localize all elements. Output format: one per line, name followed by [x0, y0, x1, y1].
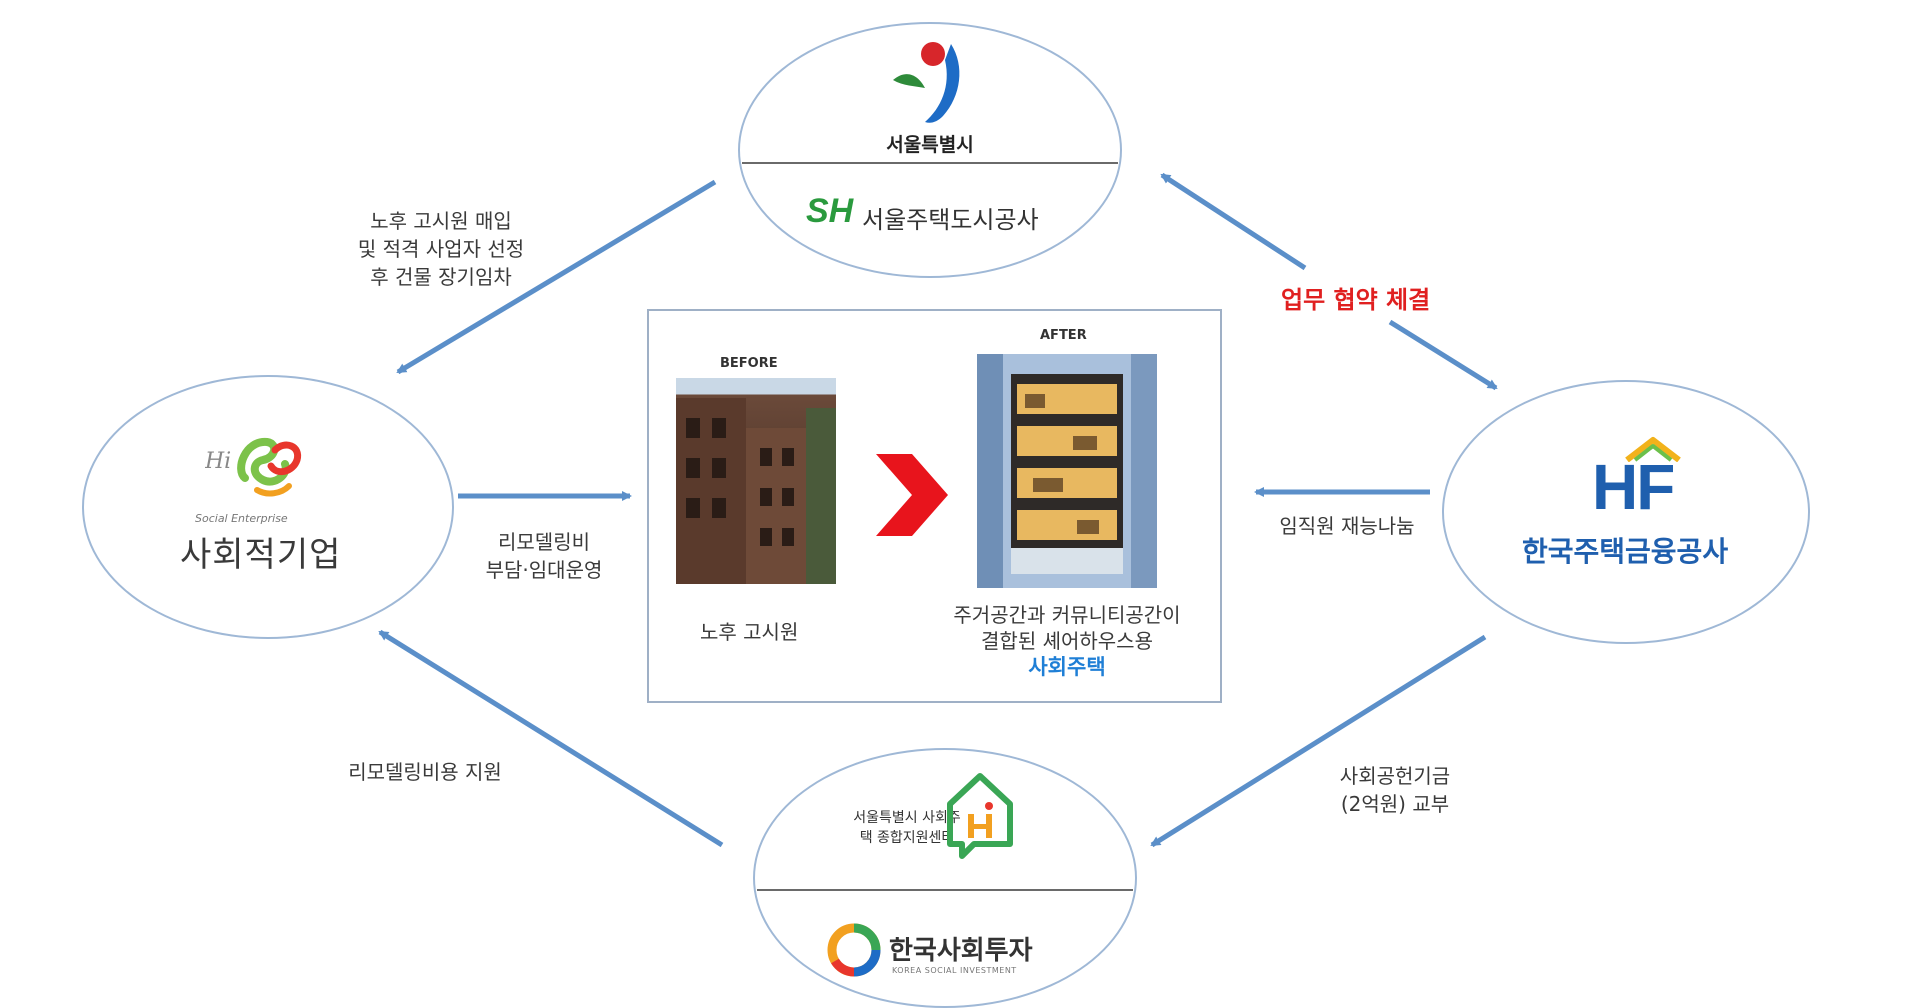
hf-name: 한국주택금융공사 — [1522, 535, 1729, 568]
after-caption: 주거공간과 커뮤니티공간이 결합된 셰어하우스용 사회주택 — [932, 602, 1202, 680]
before-label: BEFORE — [720, 356, 778, 371]
seoul-logo-icon — [893, 42, 960, 123]
support-center-name: 서울특별시 사회주택 종합지원센터 — [853, 810, 961, 846]
svg-text:Hi: Hi — [205, 449, 231, 474]
ksi-sub: KOREA SOCIAL INVESTMENT — [892, 966, 1017, 975]
hf-roof-icon — [1625, 437, 1681, 462]
seoul-divider — [742, 162, 1118, 164]
after-label: AFTER — [1040, 328, 1087, 343]
arrow-hf-to-center — [1150, 634, 1487, 848]
social-enterprise-logo-caption: Social Enterprise — [195, 512, 288, 525]
ksi-ring-icon — [827, 923, 881, 977]
before-photo — [676, 378, 836, 584]
label-agreement: 업무 협약 체결 — [1275, 278, 1437, 317]
transform-chevron-icon — [876, 454, 948, 536]
arrow-center-to-social-enterprise — [378, 629, 724, 848]
support-center-divider — [757, 889, 1133, 891]
social-enterprise-name: 사회적기업 — [180, 535, 342, 575]
label-top-left-flow: 노후 고시원 매입 및 적격 사업자 선정 후 건물 장기임차 — [357, 209, 525, 289]
label-contribution: 사회공헌기금 (2억원) 교부 — [1339, 764, 1451, 816]
hf-node — [1442, 380, 1810, 644]
support-center-node — [753, 748, 1137, 1008]
arrow-agreement-to-seoul — [1160, 172, 1307, 271]
after-building-icon — [977, 354, 1157, 588]
label-remodel-left: 리모델링비 부담·임대운영 — [485, 530, 603, 582]
support-center-logo-icon — [947, 773, 1013, 859]
seoul-name: 서울특별시 — [886, 134, 974, 156]
sh-mark: SH — [806, 192, 854, 230]
before-building-icon — [676, 398, 836, 584]
after-caption-emphasis: 사회주택 — [1028, 655, 1106, 679]
arrow-seoul-to-social-enterprise — [396, 179, 717, 375]
label-remodel-support: 리모델링비용 지원 — [348, 760, 502, 784]
arrow-agreement-to-hf — [1388, 319, 1498, 391]
social-enterprise-node — [82, 375, 454, 639]
ksi-name: 한국사회투자 — [889, 936, 1033, 966]
after-photo — [977, 354, 1157, 588]
before-caption: 노후 고시원 — [700, 620, 799, 644]
hf-mark: HF — [1592, 451, 1675, 523]
label-talent-share: 임직원 재능나눔 — [1279, 514, 1415, 538]
sh-name: 서울주택도시공사 — [862, 206, 1039, 234]
social-enterprise-logo-icon: Hi — [205, 438, 302, 497]
